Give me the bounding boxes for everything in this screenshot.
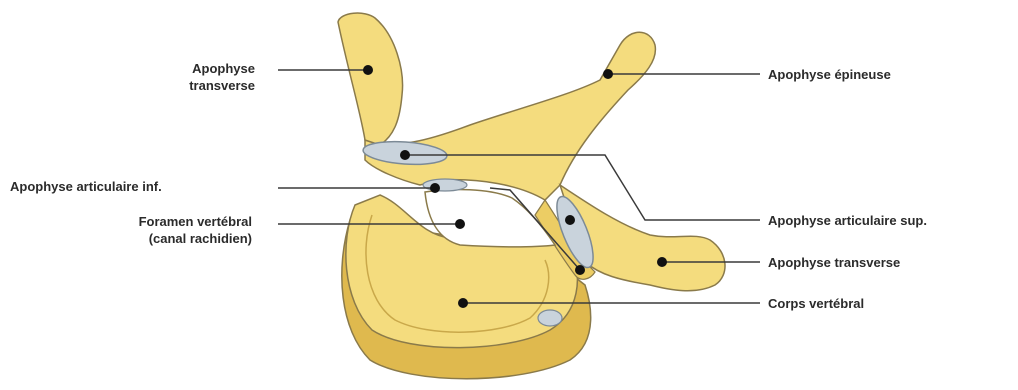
dot-facet-upper bbox=[400, 150, 410, 160]
dot-epineuse bbox=[603, 69, 613, 79]
dot-articulaire-inf bbox=[430, 183, 440, 193]
dot-transverse-right bbox=[657, 257, 667, 267]
label-articulaire-inf: Apophyse articulaire inf. bbox=[10, 178, 162, 195]
label-transverse-left: Apophyse transverse bbox=[130, 60, 255, 94]
dot-transverse-left bbox=[363, 65, 373, 75]
posterior-arch bbox=[365, 32, 655, 200]
label-foramen: Foramen vertébral (canal rachidien) bbox=[40, 213, 252, 247]
label-corps: Corps vertébral bbox=[768, 295, 864, 312]
dot-articular-column bbox=[575, 265, 585, 275]
label-articulaire-sup: Apophyse articulaire sup. bbox=[768, 212, 927, 229]
transverse-process-left bbox=[338, 13, 403, 145]
dot-foramen bbox=[455, 219, 465, 229]
articular-facet-inferior bbox=[423, 179, 467, 191]
label-transverse-right: Apophyse transverse bbox=[768, 254, 900, 271]
dot-corps bbox=[458, 298, 468, 308]
costal-facet bbox=[538, 310, 562, 326]
dot-articulaire-sup bbox=[565, 215, 575, 225]
label-epineuse: Apophyse épineuse bbox=[768, 66, 891, 83]
